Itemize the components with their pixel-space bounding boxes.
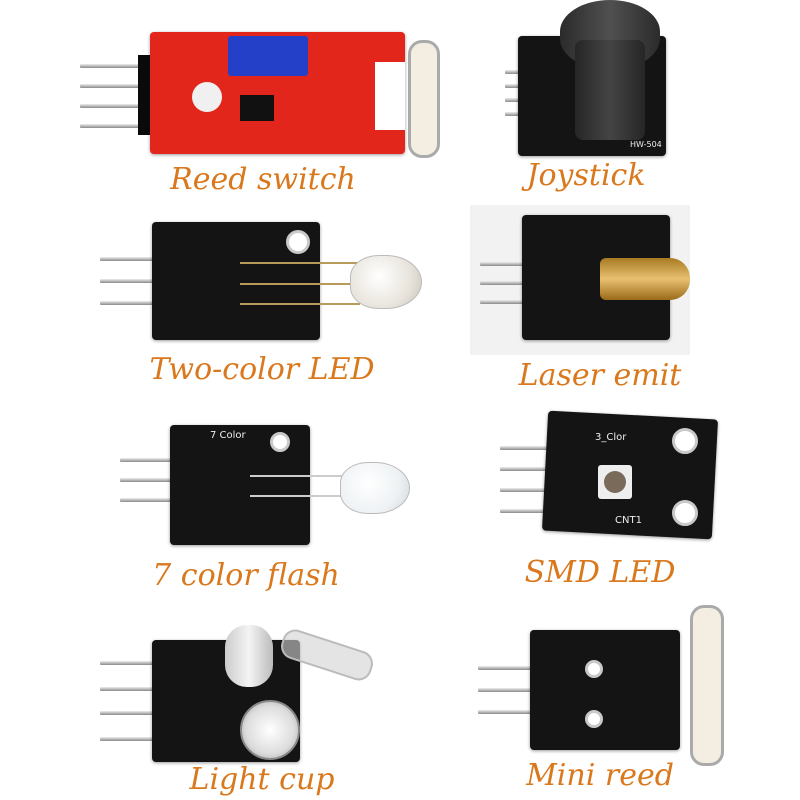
pin	[500, 509, 550, 513]
mount-hole	[286, 230, 310, 254]
caption-reed-switch: Reed switch	[170, 162, 356, 197]
pin	[500, 488, 550, 492]
pin	[120, 498, 175, 502]
pin	[100, 661, 160, 665]
mount-hole	[672, 428, 698, 454]
caption-laser-emit: Laser emit	[518, 358, 682, 393]
caption-smd-led: SMD LED	[524, 555, 676, 590]
smd-led	[598, 465, 632, 499]
pin	[100, 257, 160, 261]
pin	[80, 104, 150, 108]
led-lead	[240, 303, 360, 305]
caption-mini-reed: Mini reed	[526, 758, 674, 793]
caption-joystick: Joystick	[526, 158, 646, 193]
potentiometer	[228, 36, 308, 76]
pin	[505, 98, 525, 102]
pin	[80, 64, 150, 68]
pin	[505, 70, 525, 74]
black-pcb	[530, 630, 680, 750]
pin	[480, 262, 530, 266]
mercury-tube	[225, 625, 273, 687]
board-label: 7 Color	[210, 430, 246, 441]
led	[350, 255, 422, 309]
pin	[100, 687, 160, 691]
pin	[478, 688, 536, 692]
pin	[80, 124, 150, 128]
led	[340, 462, 410, 514]
mount-hole	[270, 432, 290, 452]
laser-diode	[600, 258, 690, 300]
header	[138, 55, 152, 135]
pin	[100, 279, 160, 283]
board-label: HW-504	[630, 140, 662, 149]
led-lead	[240, 262, 360, 264]
mount-hole	[672, 500, 698, 526]
led-lead	[250, 475, 350, 477]
caption-7-color-flash: 7 color flash	[152, 558, 340, 593]
caption-two-color-led: Two-color LED	[149, 352, 375, 387]
pin	[505, 84, 525, 88]
board-label: 3_Clor	[595, 432, 627, 443]
mount-hole	[585, 660, 603, 678]
led-lead	[240, 283, 360, 285]
pin	[100, 737, 160, 741]
mount-hole	[585, 710, 603, 728]
pin	[480, 281, 530, 285]
chip	[240, 95, 274, 121]
pin	[480, 300, 530, 304]
pin	[500, 467, 550, 471]
mount-hole	[192, 82, 222, 112]
pin	[505, 112, 525, 116]
reed-glass	[408, 40, 440, 158]
pin	[478, 666, 536, 670]
joystick-stem	[575, 40, 645, 140]
light-cup-led	[240, 700, 300, 760]
pin	[80, 84, 150, 88]
board-label-2: CNT1	[615, 515, 642, 526]
pin	[500, 446, 550, 450]
pin	[120, 458, 175, 462]
led-lead	[250, 495, 350, 497]
pin	[100, 301, 160, 305]
pin	[100, 711, 160, 715]
reed-glass	[690, 605, 724, 766]
pin	[478, 710, 536, 714]
pin	[120, 478, 175, 482]
board-cutout	[375, 62, 405, 130]
caption-light-cup: Light cup	[189, 762, 335, 797]
